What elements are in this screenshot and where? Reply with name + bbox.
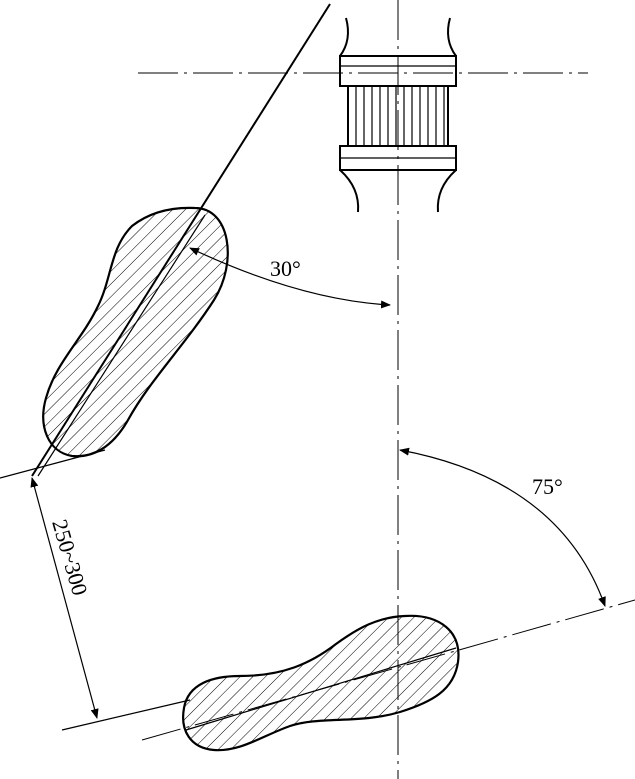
left-heel-baseline: [0, 449, 106, 479]
left-foot-axis: [37, 214, 206, 477]
angle-label-75: 75°: [532, 474, 563, 499]
right-foot-direction-line: [141, 599, 635, 741]
right-foot-print: [182, 614, 460, 752]
angle-arc-75: [399, 447, 606, 607]
left-foot-print: [42, 206, 229, 458]
angle-label-30: 30°: [270, 256, 301, 281]
angle-arc-30: [189, 247, 391, 309]
spindle-component: [138, 17, 588, 213]
left-foot-direction-line: [31, 3, 331, 477]
right-heel-baseline: [61, 699, 191, 731]
right-foot-axis: [185, 647, 457, 731]
rib-lines: [355, 86, 445, 146]
distance-dimension-line: [30, 477, 99, 719]
